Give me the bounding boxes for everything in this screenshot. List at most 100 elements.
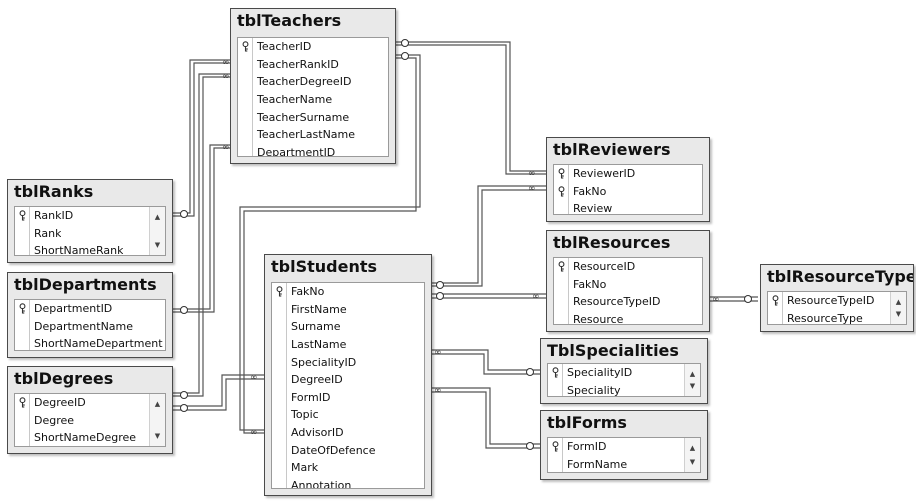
relation-degrees-students[interactable] xyxy=(172,374,266,411)
column-row[interactable]: TeacherDegreeID xyxy=(238,73,388,91)
column-row[interactable]: FormName xyxy=(548,455,684,472)
column-row[interactable]: ResourceType xyxy=(768,309,890,325)
column-row[interactable]: DepartmentID xyxy=(15,300,165,318)
key-end-icon xyxy=(436,292,444,300)
column-row[interactable]: TeacherSurname xyxy=(238,108,388,126)
column-row[interactable]: ResourceID xyxy=(554,258,702,276)
column-name: ResourceTypeID xyxy=(787,294,875,308)
scroll-up-icon[interactable]: ▲ xyxy=(689,370,696,378)
column-row[interactable]: DepartmentID xyxy=(238,143,388,156)
column-row[interactable]: Resource xyxy=(554,310,702,324)
column-row[interactable]: DegreeID xyxy=(15,394,149,412)
column-row[interactable]: Topic xyxy=(272,406,424,424)
column-name: AdvisorID xyxy=(291,426,344,440)
column-row[interactable]: SpecialityID xyxy=(548,364,684,382)
column-name: FakNo xyxy=(573,184,607,198)
column-row[interactable]: Degree xyxy=(15,411,149,430)
column-row[interactable]: DepartmentName xyxy=(15,317,165,336)
column-row[interactable]: FakNo xyxy=(272,283,424,301)
key-icon xyxy=(554,258,569,276)
column-row[interactable]: SpecialityID xyxy=(272,353,424,371)
column-row[interactable]: ResourceTypeID xyxy=(554,293,702,311)
row-selector xyxy=(272,458,287,477)
relation-specialities-students[interactable] xyxy=(430,349,540,375)
scrollbar[interactable]: ▲▼ xyxy=(149,394,165,446)
column-row[interactable]: TeacherRankID xyxy=(238,55,388,74)
scroll-down-icon[interactable]: ▼ xyxy=(689,458,696,466)
column-row[interactable]: FakNo xyxy=(554,275,702,294)
scroll-down-icon[interactable]: ▼ xyxy=(154,432,161,440)
scrollbar[interactable]: ▲▼ xyxy=(890,292,906,324)
scroll-down-icon[interactable]: ▼ xyxy=(154,241,161,249)
column-row[interactable]: RankID xyxy=(15,207,149,225)
column-row[interactable]: LastName xyxy=(272,335,424,354)
column-row[interactable]: TeacherID xyxy=(238,38,388,56)
scrollbar[interactable]: ▲▼ xyxy=(684,438,700,472)
column-row[interactable]: Annotation xyxy=(272,476,424,489)
column-row[interactable]: Review xyxy=(554,200,702,214)
relation-students-reviewers[interactable] xyxy=(430,185,548,287)
column-name: Rank xyxy=(34,226,62,240)
column-name: Degree xyxy=(34,413,75,427)
column-name: ResourceType xyxy=(787,311,863,325)
svg-text:∞: ∞ xyxy=(222,143,230,153)
scrollbar[interactable]: ▲▼ xyxy=(149,207,165,255)
relation-students-resources[interactable] xyxy=(430,293,548,299)
column-row[interactable]: ShortNameDepartment xyxy=(15,335,165,350)
column-row[interactable]: FirstName xyxy=(272,300,424,319)
relation-teachers-students-advisor[interactable] xyxy=(239,54,421,434)
scrollbar[interactable]: ▲▼ xyxy=(684,364,700,396)
column-row[interactable]: FormID xyxy=(272,388,424,407)
scroll-up-icon[interactable]: ▲ xyxy=(154,400,161,408)
row-selector xyxy=(272,335,287,354)
column-name: FormName xyxy=(567,457,628,471)
relation-teachers-departments[interactable] xyxy=(172,144,235,313)
column-row[interactable]: Speciality xyxy=(548,381,684,396)
column-row[interactable]: ShortNameRank xyxy=(15,242,149,255)
column-row[interactable]: ShortNameDegree xyxy=(15,429,149,446)
svg-text:∞: ∞ xyxy=(712,295,720,305)
scroll-up-icon[interactable]: ▲ xyxy=(689,444,696,452)
scroll-down-icon[interactable]: ▼ xyxy=(689,382,696,390)
column-name: SpecialityID xyxy=(291,355,357,369)
scroll-up-icon[interactable]: ▲ xyxy=(895,298,902,306)
column-row[interactable]: DateOfDefence xyxy=(272,441,424,459)
key-end-icon xyxy=(180,210,188,218)
column-row[interactable]: TeacherName xyxy=(238,90,388,109)
infinity-end-icon: ∞ xyxy=(222,143,230,153)
relation-teachers-degrees[interactable] xyxy=(172,73,235,397)
column-row[interactable]: TeacherLastName xyxy=(238,125,388,144)
column-row[interactable]: ReviewerID xyxy=(554,165,702,183)
column-row[interactable]: FormID xyxy=(548,438,684,456)
row-selector xyxy=(272,370,287,389)
column-name: Annotation xyxy=(291,478,352,489)
column-row[interactable]: DegreeID xyxy=(272,370,424,389)
scroll-up-icon[interactable]: ▲ xyxy=(154,213,161,221)
column-row[interactable]: Mark xyxy=(272,458,424,477)
column-row[interactable]: FakNo xyxy=(554,182,702,201)
relation-forms-students[interactable] xyxy=(430,387,540,449)
relation-teachers-reviewers[interactable] xyxy=(395,41,548,175)
column-row[interactable]: Surname xyxy=(272,318,424,336)
scroll-down-icon[interactable]: ▼ xyxy=(895,310,902,318)
column-row[interactable]: ResourceTypeID xyxy=(768,292,890,310)
column-row[interactable]: Rank xyxy=(15,224,149,243)
column-name: Surname xyxy=(291,320,341,334)
row-selector xyxy=(272,423,287,442)
infinity-end-icon: ∞ xyxy=(712,295,720,305)
column-row[interactable]: AdvisorID xyxy=(272,423,424,442)
